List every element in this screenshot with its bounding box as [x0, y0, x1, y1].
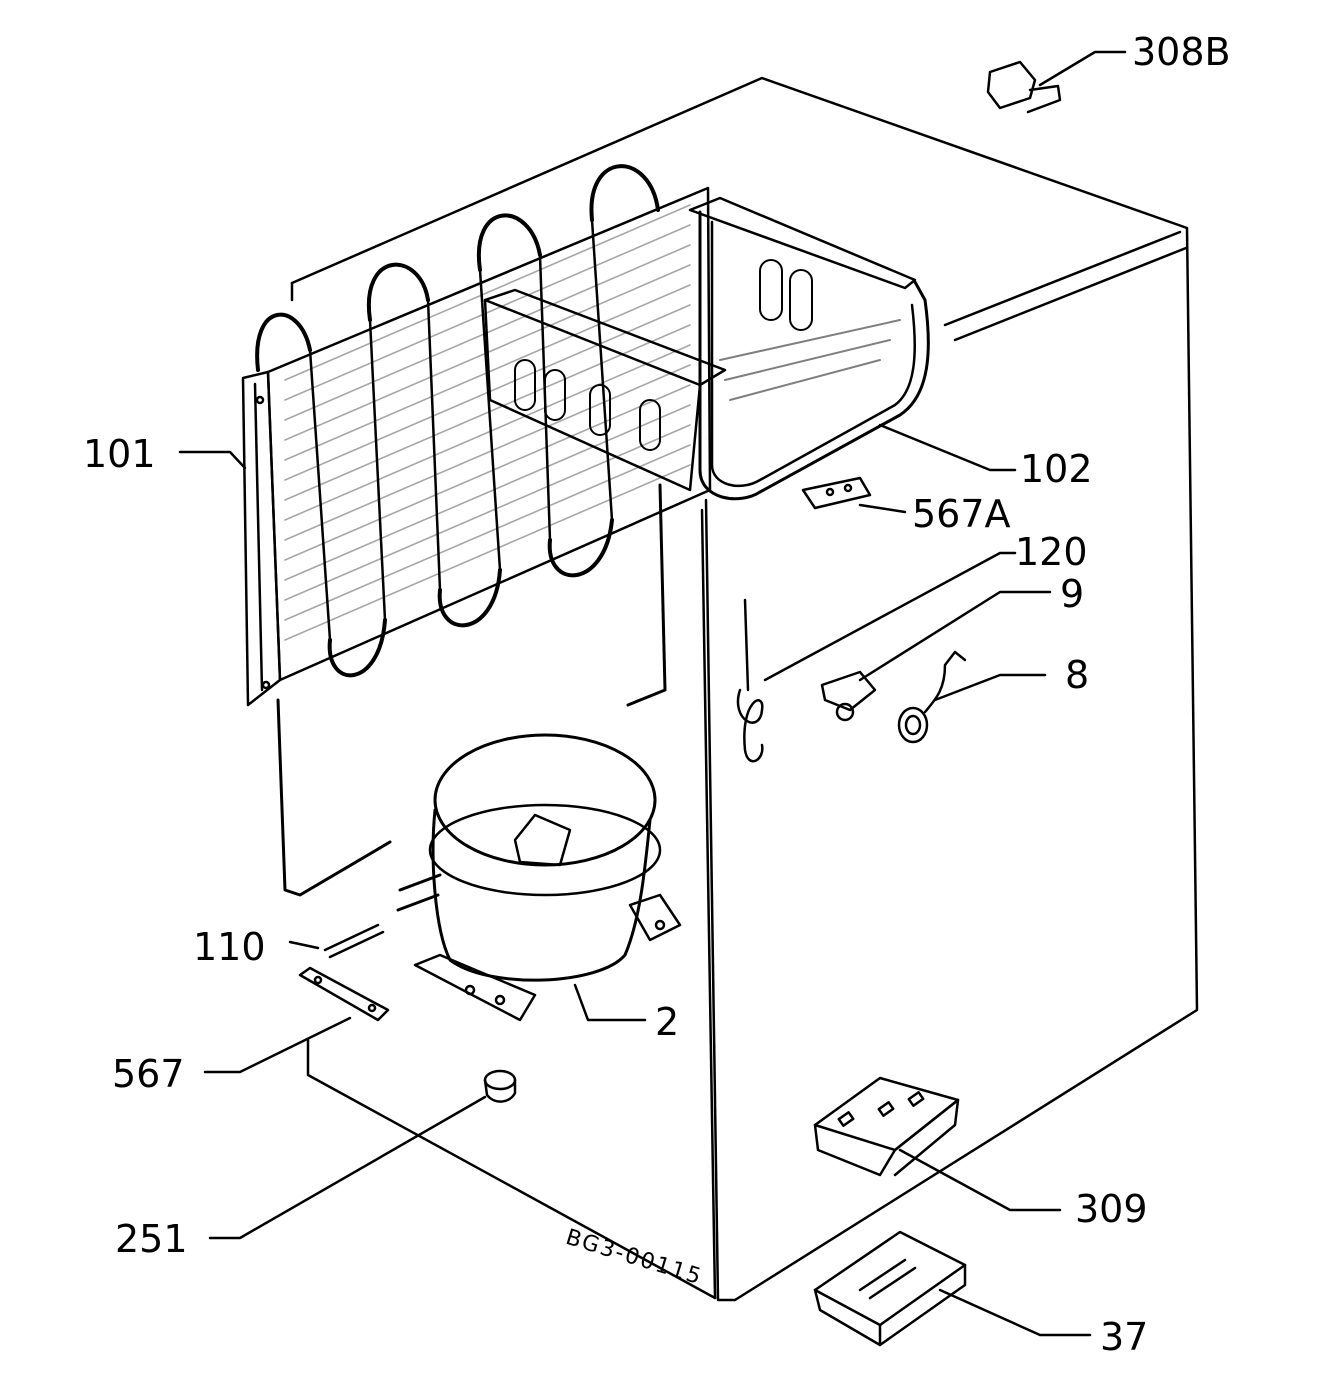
- label-9: 9: [1060, 572, 1085, 616]
- knob-8: [897, 650, 967, 744]
- hinge-37: [813, 1230, 967, 1347]
- label-110: 110: [193, 925, 266, 969]
- thermostat-9: [820, 670, 877, 722]
- label-120: 120: [1015, 530, 1088, 574]
- clip-567: [298, 966, 390, 1022]
- hinge-309: [813, 1076, 960, 1177]
- label-567: 567: [112, 1052, 185, 1096]
- label-567a: 567A: [912, 492, 1011, 536]
- clip-567a: [801, 476, 872, 510]
- foot-251: [483, 1069, 517, 1103]
- label-102: 102: [1020, 447, 1093, 491]
- label-309: 309: [1075, 1187, 1148, 1231]
- compressor-2: [396, 733, 682, 1022]
- thermostat-capillary-120: [736, 598, 764, 763]
- label-8: 8: [1065, 653, 1090, 697]
- hinge-308b: [986, 60, 1062, 114]
- drier-110: [323, 923, 385, 959]
- label-2: 2: [655, 1000, 680, 1044]
- cabinet-outline: [290, 76, 1199, 1302]
- label-251: 251: [115, 1217, 188, 1261]
- evaporator-102: [483, 196, 930, 501]
- leader-lines: [178, 50, 1127, 1337]
- condenser-101: [241, 164, 712, 897]
- label-308b: 308B: [1132, 30, 1231, 74]
- label-101: 101: [83, 432, 156, 476]
- label-37: 37: [1100, 1315, 1149, 1359]
